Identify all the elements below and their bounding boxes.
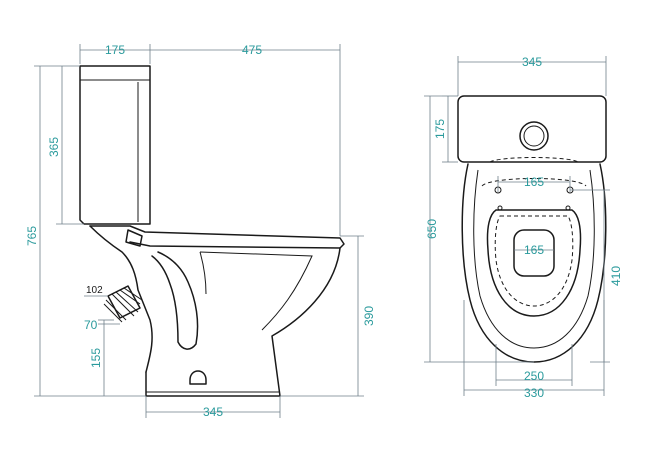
- dim-tank-depth-top: 175: [433, 95, 458, 163]
- dim-seat-height: 390: [280, 235, 376, 397]
- dim-overall-length: 650: [424, 95, 534, 363]
- dim-outlet-inner: 70: [84, 318, 120, 332]
- dim-bowl-width: 330: [463, 300, 605, 400]
- dim-label-bolt-spacing: 165: [524, 175, 544, 189]
- dim-label-base-width: 250: [524, 369, 544, 383]
- dim-label-tank-depth-side: 175: [105, 43, 125, 57]
- side-tank: [79, 65, 151, 225]
- dim-opening-width: 165: [514, 243, 554, 257]
- dim-label-outlet-diameter: 102: [86, 285, 103, 296]
- dim-outlet-diameter: 102: [84, 285, 108, 297]
- dim-label-seat-height: 390: [362, 306, 376, 326]
- dim-label-tank-height: 365: [47, 137, 61, 157]
- dim-tank-width: 345: [457, 55, 607, 96]
- dim-outlet-height: 155: [89, 319, 114, 396]
- top-view: 345 175 650 165 165: [424, 55, 623, 400]
- dim-label-overall-height: 765: [25, 226, 39, 246]
- dim-label-outlet-inner: 70: [84, 318, 98, 332]
- dim-bowl-length: 410: [570, 189, 623, 363]
- dim-overall-height: 765: [25, 65, 146, 397]
- dim-label-outlet-height: 155: [89, 348, 103, 368]
- dim-label-base-length: 345: [203, 405, 223, 419]
- side-bowl: [89, 225, 345, 397]
- dim-label-overall-length: 650: [425, 219, 439, 239]
- dim-label-bowl-width: 330: [524, 386, 544, 400]
- top-tank: [457, 95, 607, 163]
- dim-tank-height: 365: [47, 65, 84, 225]
- dim-label-bowl-length: 410: [609, 266, 623, 286]
- flush-button-icon: [519, 121, 549, 151]
- dim-label-tank-width: 345: [522, 55, 542, 69]
- dim-tank-depth-side: 175: [79, 43, 151, 64]
- dim-bolt-spacing: 165: [497, 175, 571, 192]
- dim-base-length: 345: [145, 396, 281, 419]
- dim-label-overall-depth: 475: [242, 43, 262, 57]
- dim-label-tank-depth-top: 175: [433, 119, 447, 139]
- dim-base-width: 250: [495, 344, 573, 386]
- side-view: 175 475 365 765 102: [25, 43, 376, 419]
- dim-label-opening-width: 165: [524, 243, 544, 257]
- dim-overall-depth: 475: [150, 43, 341, 236]
